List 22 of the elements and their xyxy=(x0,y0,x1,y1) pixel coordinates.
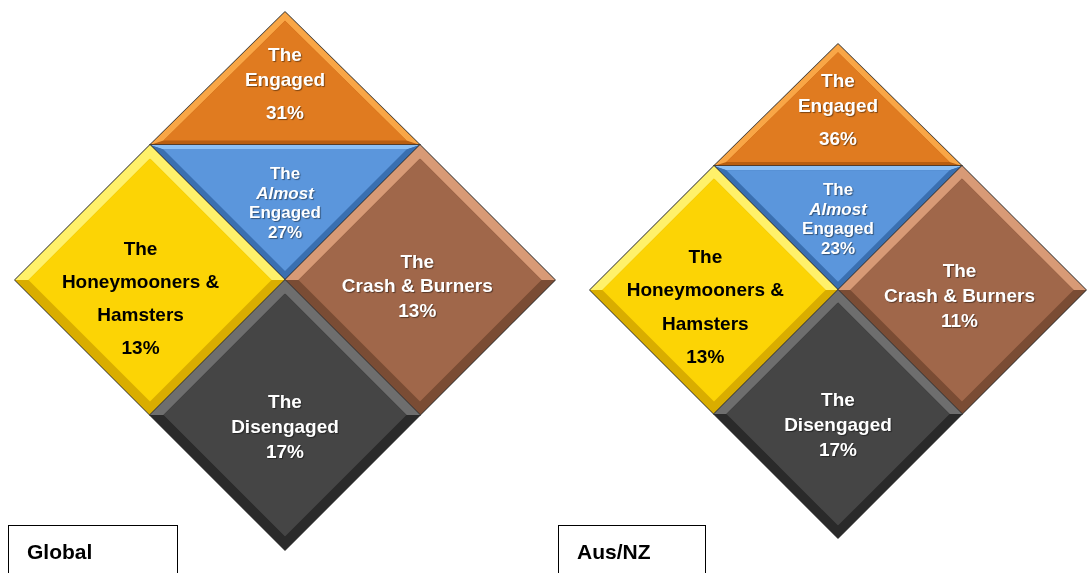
percentage-value: 17% xyxy=(265,439,305,464)
percentage-value: 27% xyxy=(267,222,303,243)
region-label: Global xyxy=(8,525,178,573)
percentage-value: 13% xyxy=(120,335,161,360)
segment-name: The Disengaged xyxy=(783,388,893,437)
segment-name: The Almost Engaged xyxy=(248,163,322,223)
segment-name: The Disengaged xyxy=(230,390,340,439)
segment-name: The Crash & Burners xyxy=(883,259,1036,308)
segment-name: The Engaged xyxy=(243,43,327,92)
percentage-value: 17% xyxy=(818,437,858,462)
segment-name: The Almost Engaged xyxy=(801,180,875,239)
percentage-value: 13% xyxy=(397,299,438,324)
percentage-value: 11% xyxy=(940,308,979,333)
segment-name: The Honeymooners & Hamsters xyxy=(625,244,785,336)
segment-name: The Engaged xyxy=(796,69,880,118)
segment-name: The Honeymooners & Hamsters xyxy=(60,236,221,327)
percentage-value: 23% xyxy=(820,238,856,259)
percentage-value: 31% xyxy=(265,100,305,125)
region-label: Aus/NZ xyxy=(558,525,706,573)
percentage-value: 13% xyxy=(685,344,726,369)
segment-name: The Crash & Burners xyxy=(340,249,494,299)
percentage-value: 36% xyxy=(818,126,858,151)
